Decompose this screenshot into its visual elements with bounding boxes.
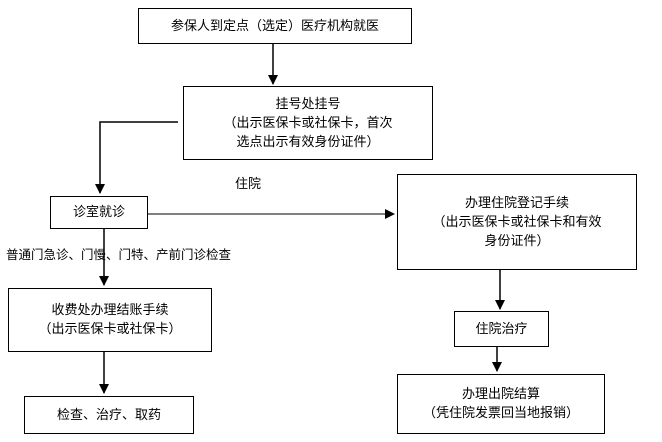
discharge-box: 办理出院结算 （凭住院发票回当地报销） [397, 374, 605, 434]
register-note-2: 选点出示有效身份证件） [236, 134, 380, 150]
arrow-register-to-clinic [95, 121, 178, 194]
hospitalize-label: 住院 [235, 177, 262, 192]
start-box: 参保人到定点（选定）医疗机构就医 [138, 8, 412, 44]
inpatient-text: 住院治疗 [475, 321, 528, 337]
clinic-box: 诊室就诊 [50, 196, 148, 229]
admit-title: 办理住院登记手续 [464, 195, 569, 211]
admit-note-1: （出示医保卡或社保卡和有效 [432, 214, 602, 230]
discharge-note: （凭住院发票回当地报销） [422, 406, 579, 421]
outpatient-label: 普通门急诊、门慢、门特、产前门诊检查 [6, 247, 232, 262]
inpatient-box: 住院治疗 [454, 311, 549, 347]
register-note-1: （出示医保卡或社保卡，首次 [223, 115, 393, 131]
admit-box: 办理住院登记手续 （出示医保卡或社保卡和有效 身份证件） [397, 174, 637, 270]
clinic-text: 诊室就诊 [72, 205, 125, 220]
register-box: 挂号处挂号 （出示医保卡或社保卡，首次 选点出示有效身份证件） [183, 86, 433, 160]
start-text: 参保人到定点（选定）医疗机构就医 [170, 18, 379, 34]
treat-box: 检查、治疗、取药 [24, 396, 194, 434]
register-title: 挂号处挂号 [275, 96, 341, 112]
treat-text: 检查、治疗、取药 [56, 407, 161, 423]
discharge-title: 办理出院结算 [461, 387, 540, 402]
admit-note-2: 身份证件） [484, 233, 550, 249]
pay-title: 收费处办理结账手续 [51, 303, 169, 318]
pay-box: 收费处办理结账手续 （出示医保卡或社保卡） [8, 288, 212, 352]
pay-note: （出示医保卡或社保卡） [38, 322, 182, 337]
